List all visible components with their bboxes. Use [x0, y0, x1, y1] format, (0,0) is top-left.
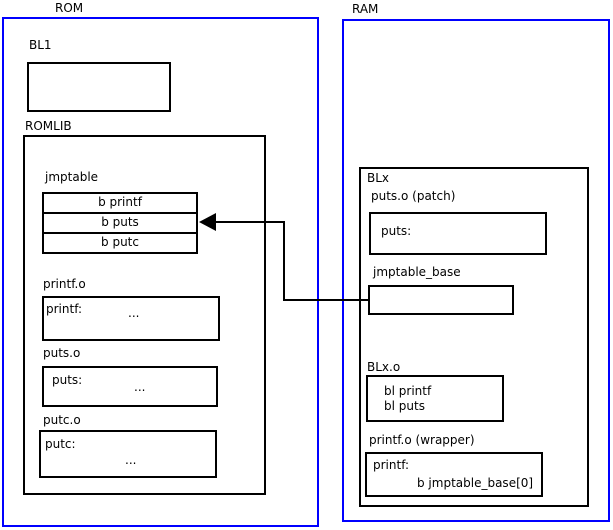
putc-body-ellipsis: ... [125, 453, 137, 467]
blx-o-line-bl-puts: bl puts [384, 399, 425, 413]
puts-o-label: puts.o [43, 346, 81, 360]
blx-label: BLx [367, 171, 390, 185]
putc-symbol: putc: [45, 437, 76, 451]
jmptable-label: jmptable [45, 170, 99, 184]
puts-patch-label: puts.o (patch) [371, 189, 456, 203]
printf-wrapper-branch-instruction: b jmptable_base[0] [417, 476, 534, 490]
blx-o-line-bl-printf: bl printf [384, 384, 432, 398]
jmptable-base-label: jmptable_base [373, 265, 461, 279]
printf-symbol: printf: [46, 302, 83, 316]
blx-o-code: bl printf bl puts [368, 384, 502, 414]
printf-wrapper-box: printf: b jmptable_base[0] [365, 452, 543, 497]
jmptable-box: b printf b puts b putc [42, 192, 198, 254]
printf-wrapper-label: printf.o (wrapper) [369, 433, 475, 447]
bl1-label: BL1 [29, 38, 52, 52]
jmptable-base-box [368, 285, 514, 315]
putc-o-box: putc: ... [39, 430, 217, 478]
bl1-box [27, 62, 171, 112]
jmptable-entry-printf: b printf [44, 194, 196, 214]
printf-wrapper-symbol: printf: [373, 458, 410, 472]
romlib-label: ROMLIB [25, 119, 72, 133]
putc-o-label: putc.o [43, 413, 81, 427]
blx-o-box: bl printf bl puts [366, 375, 504, 422]
jmptable-entry-puts: b puts [44, 214, 196, 234]
puts-body-ellipsis: ... [134, 380, 146, 394]
puts-o-box: puts: ... [42, 366, 218, 407]
printf-o-label: printf.o [43, 277, 86, 291]
ram-region-label: RAM [352, 2, 379, 16]
rom-region-label: ROM [55, 1, 84, 15]
printf-body-ellipsis: ... [128, 306, 140, 320]
puts-patch-box: puts: [369, 212, 547, 255]
blx-o-label: BLx.o [367, 360, 401, 374]
jmptable-entry-putc: b putc [101, 235, 139, 249]
printf-o-box: printf: ... [42, 296, 220, 341]
puts-patch-symbol: puts: [381, 224, 412, 238]
puts-symbol: puts: [52, 373, 83, 387]
